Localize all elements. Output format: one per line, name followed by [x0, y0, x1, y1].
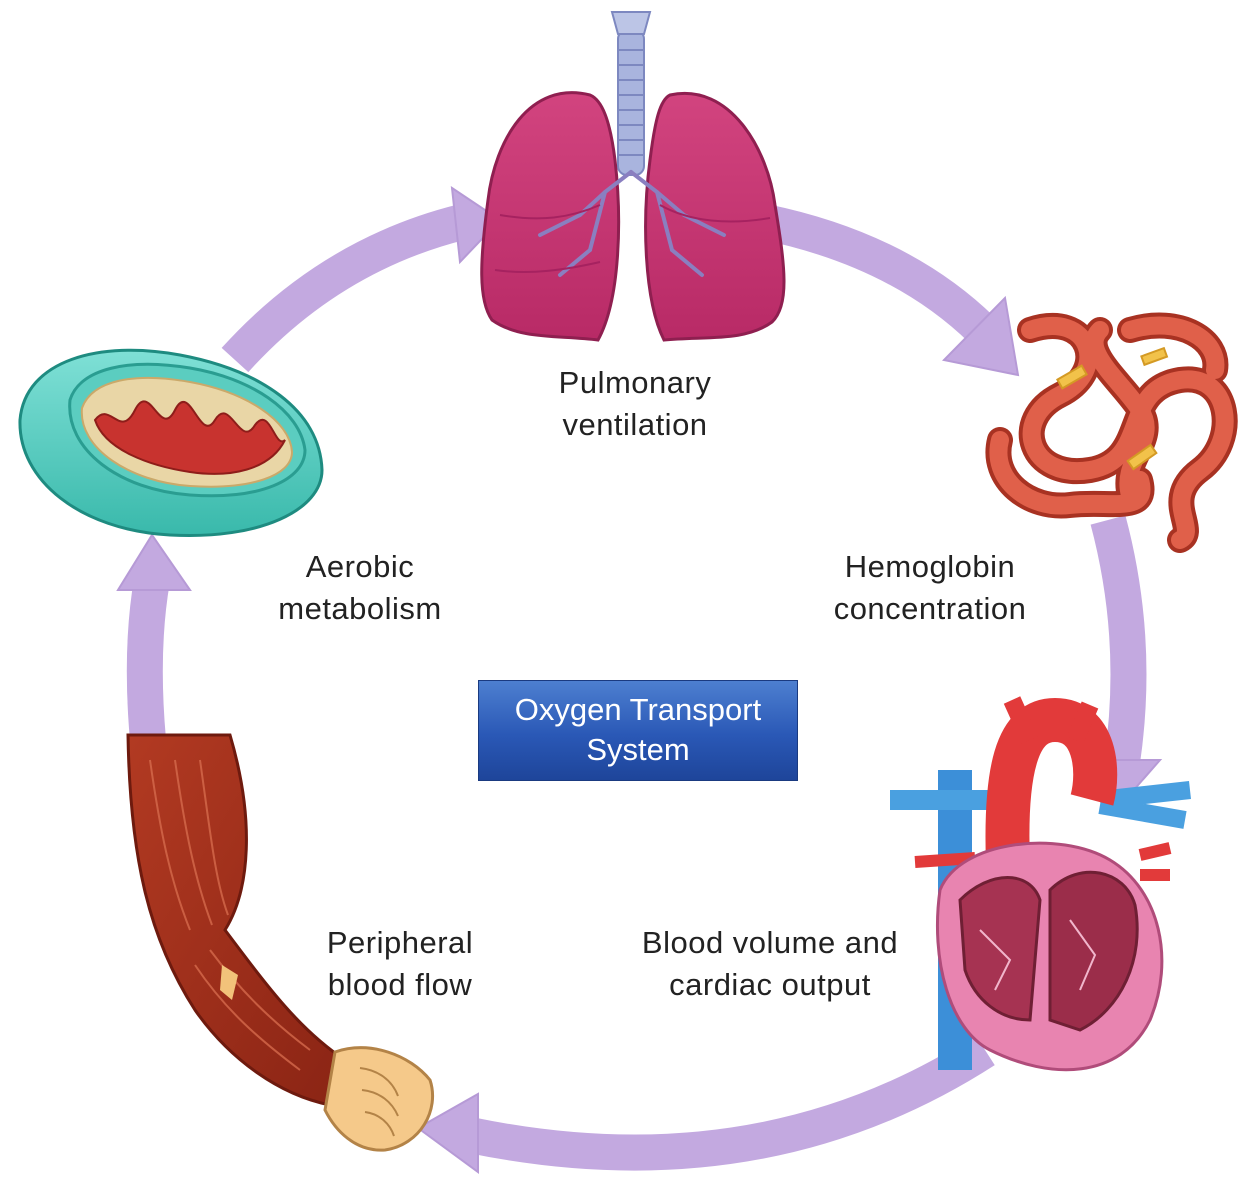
aerobic-metabolism-label: Aerobic metabolism: [245, 546, 475, 630]
aerobic-metabolism-line2: metabolism: [245, 588, 475, 630]
peripheral-blood-flow-label: Peripheral blood flow: [290, 922, 510, 1006]
arrow-mitochondrion-to-lungs: [235, 222, 462, 360]
arrowhead-mitochondrion: [118, 535, 190, 590]
heart-icon: [890, 700, 1190, 1070]
arrow-ventilation-to-hemoglobin: [765, 222, 982, 330]
arrow-arm-to-mitochondrion: [145, 580, 152, 740]
peripheral-blood-flow-line1: Peripheral: [290, 922, 510, 964]
hemoglobin-concentration-label: Hemoglobin concentration: [800, 546, 1060, 630]
aerobic-metabolism-line1: Aerobic: [245, 546, 475, 588]
hemoglobin-molecule-icon: [998, 326, 1224, 540]
pulmonary-ventilation-line2: ventilation: [520, 404, 750, 446]
cardiac-output-line2: cardiac output: [610, 964, 930, 1006]
cardiac-output-label: Blood volume and cardiac output: [610, 922, 930, 1006]
peripheral-blood-flow-line2: blood flow: [290, 964, 510, 1006]
pulmonary-ventilation-line1: Pulmonary: [520, 362, 750, 404]
cardiac-output-line1: Blood volume and: [610, 922, 930, 964]
mitochondrion-icon: [20, 350, 322, 535]
pulmonary-ventilation-label: Pulmonary ventilation: [520, 362, 750, 446]
arrow-hemoglobin-to-heart: [1108, 520, 1128, 762]
center-title-line1: Oxygen Transport: [479, 690, 797, 730]
hemoglobin-concentration-line1: Hemoglobin: [800, 546, 1060, 588]
center-title-line2: System: [479, 730, 797, 770]
lungs-icon: [482, 12, 784, 340]
oxygen-transport-system-title: Oxygen Transport System: [478, 680, 798, 781]
arrow-heart-to-arm: [470, 1050, 985, 1153]
hemoglobin-concentration-line2: concentration: [800, 588, 1060, 630]
